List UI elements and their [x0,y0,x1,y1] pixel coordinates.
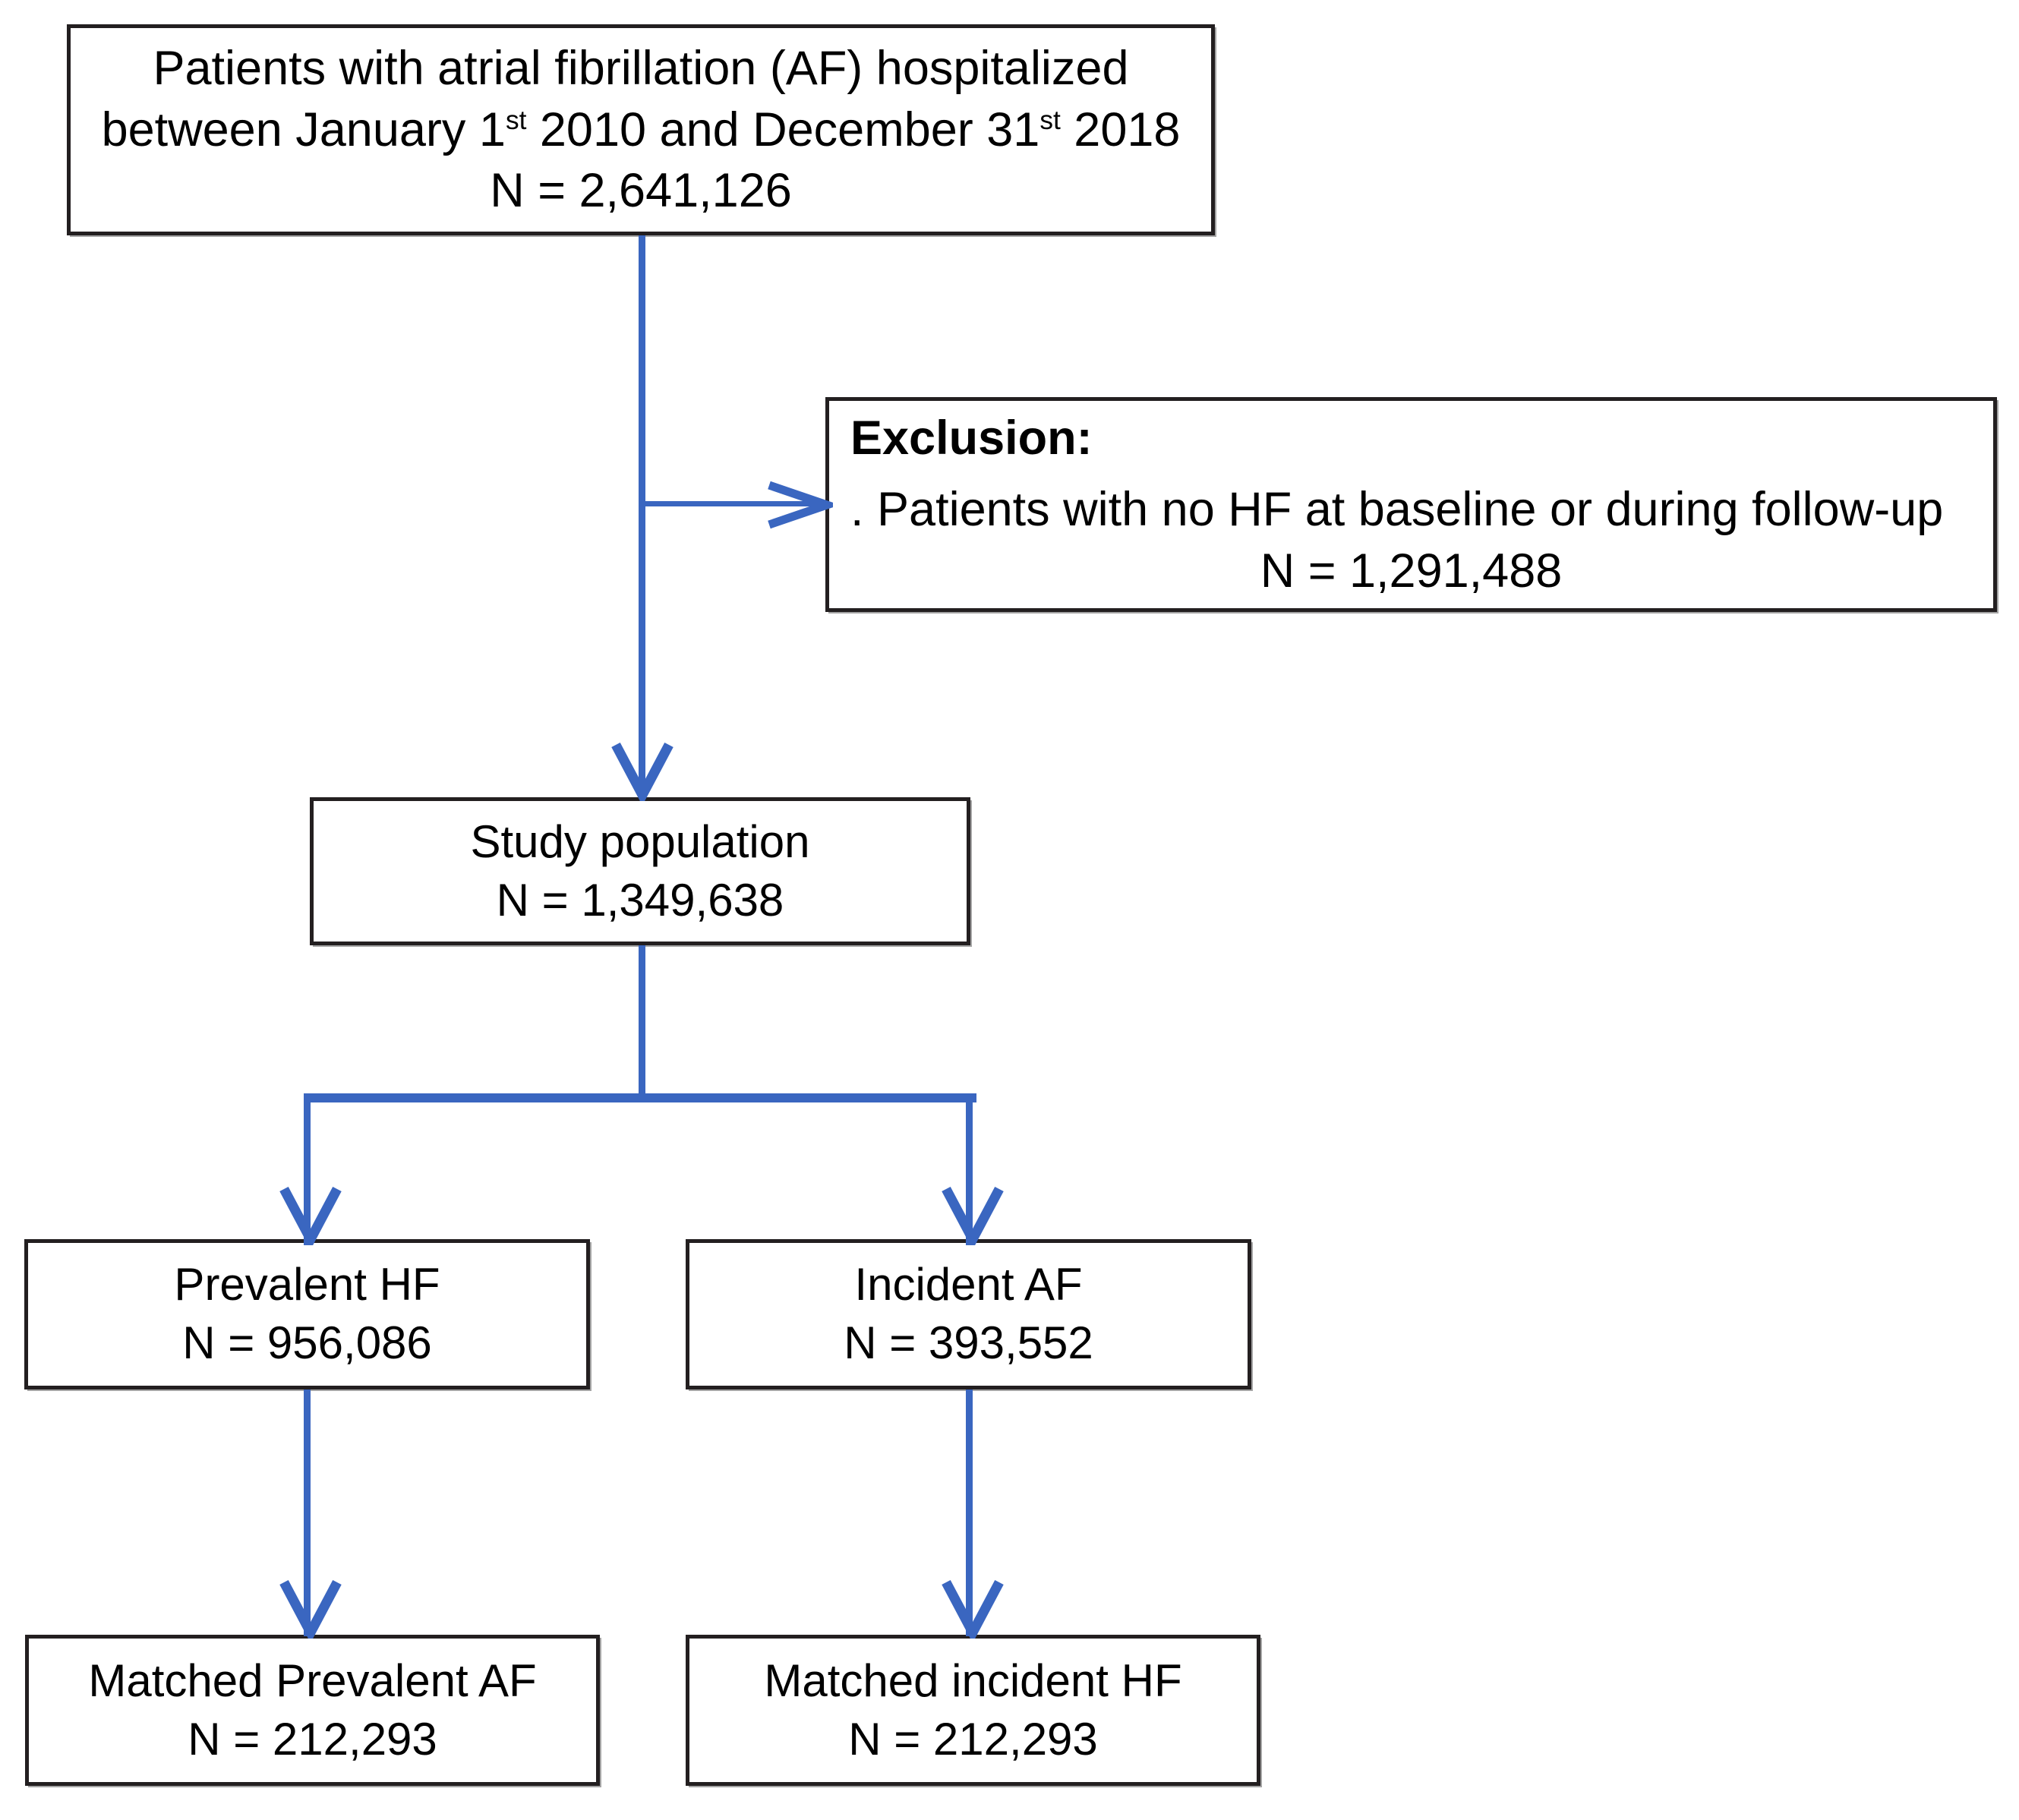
connector-source-to-study-line [639,235,645,797]
connector-prevalent-to-matched-line [304,1389,311,1636]
source-cohort-line-2-post: 2018 [1060,103,1181,156]
box-source-cohort: Patients with atrial fibrillation (AF) h… [67,24,1215,235]
connector-study-split-stem [639,945,645,1099]
box-incident-af: Incident AF N = 393,552 [686,1239,1251,1389]
arrow-down-icon-prevalent-hf [279,1184,342,1250]
connector-incident-to-matched-line [966,1389,973,1636]
matched-prevalent-af-count: N = 212,293 [188,1713,437,1765]
incident-af-count: N = 393,552 [844,1317,1093,1368]
arrow-down-icon-matched-prevalent-af [279,1578,342,1643]
source-cohort-line-2-pre: between January 1 [101,103,506,156]
exclusion-criterion-item: . Patients with no HF at baseline or dur… [850,483,1944,537]
box-matched-prevalent-af: Matched Prevalent AF N = 212,293 [25,1635,600,1786]
exclusion-title: Exclusion: [850,411,1093,465]
study-population-label: Study population [470,815,810,867]
prevalent-hf-label: Prevalent HF [174,1259,440,1311]
ordinal-suffix-icon-1: st [505,105,527,135]
connector-study-split-crossbar [304,1093,976,1102]
box-prevalent-hf: Prevalent HF N = 956,086 [24,1239,590,1389]
source-cohort-count: N = 2,641,126 [490,164,792,218]
arrow-right-icon-exclusion [766,481,840,529]
connector-study-to-prevalent-line [304,1093,311,1245]
connector-study-to-incident-line [966,1093,973,1245]
matched-prevalent-af-label: Matched Prevalent AF [88,1654,537,1706]
matched-incident-hf-label: Matched incident HF [764,1654,1182,1706]
study-population-count: N = 1,349,638 [496,874,784,926]
source-cohort-line-2: between January 1st 2010 and December 31… [71,99,1211,161]
matched-incident-hf-count: N = 212,293 [848,1713,1098,1765]
prevalent-hf-count: N = 956,086 [182,1317,432,1368]
arrow-down-icon-matched-incident-hf [942,1578,1004,1643]
box-matched-incident-hf: Matched incident HF N = 212,293 [686,1635,1260,1786]
box-exclusion: Exclusion: . Patients with no HF at base… [825,397,1997,612]
arrow-down-icon-study-population [611,740,674,806]
arrow-down-icon-incident-af [942,1184,1004,1250]
connector-source-to-exclusion-line [639,501,828,506]
box-study-population: Study population N = 1,349,638 [310,797,970,945]
incident-af-label: Incident AF [854,1259,1083,1311]
source-cohort-line-2-mid: 2010 and December 31 [526,103,1040,156]
exclusion-count: N = 1,291,488 [1260,544,1563,598]
ordinal-suffix-icon-2: st [1039,105,1061,135]
source-cohort-line-1: Patients with atrial fibrillation (AF) h… [153,42,1129,96]
